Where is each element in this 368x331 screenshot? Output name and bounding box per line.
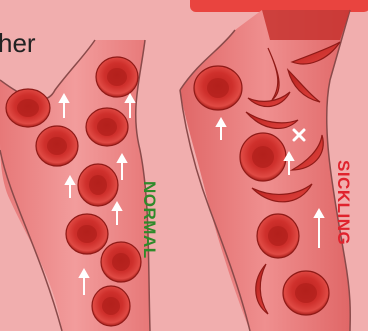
red-blood-cell (6, 89, 50, 127)
red-blood-cell (240, 133, 286, 181)
red-blood-cell (101, 242, 141, 282)
red-blood-cell (96, 57, 138, 97)
red-blood-cell (36, 126, 78, 166)
red-blood-cell (66, 214, 108, 254)
red-blood-cell (194, 66, 242, 110)
red-blood-cell (78, 164, 118, 206)
red-blood-cell (92, 286, 130, 326)
normal-label: NORMAL (140, 181, 159, 259)
red-blood-cell (257, 214, 299, 258)
red-blood-cell (86, 108, 128, 146)
sickling-label: SICKLING (334, 160, 353, 245)
red-blood-cell (283, 271, 329, 315)
